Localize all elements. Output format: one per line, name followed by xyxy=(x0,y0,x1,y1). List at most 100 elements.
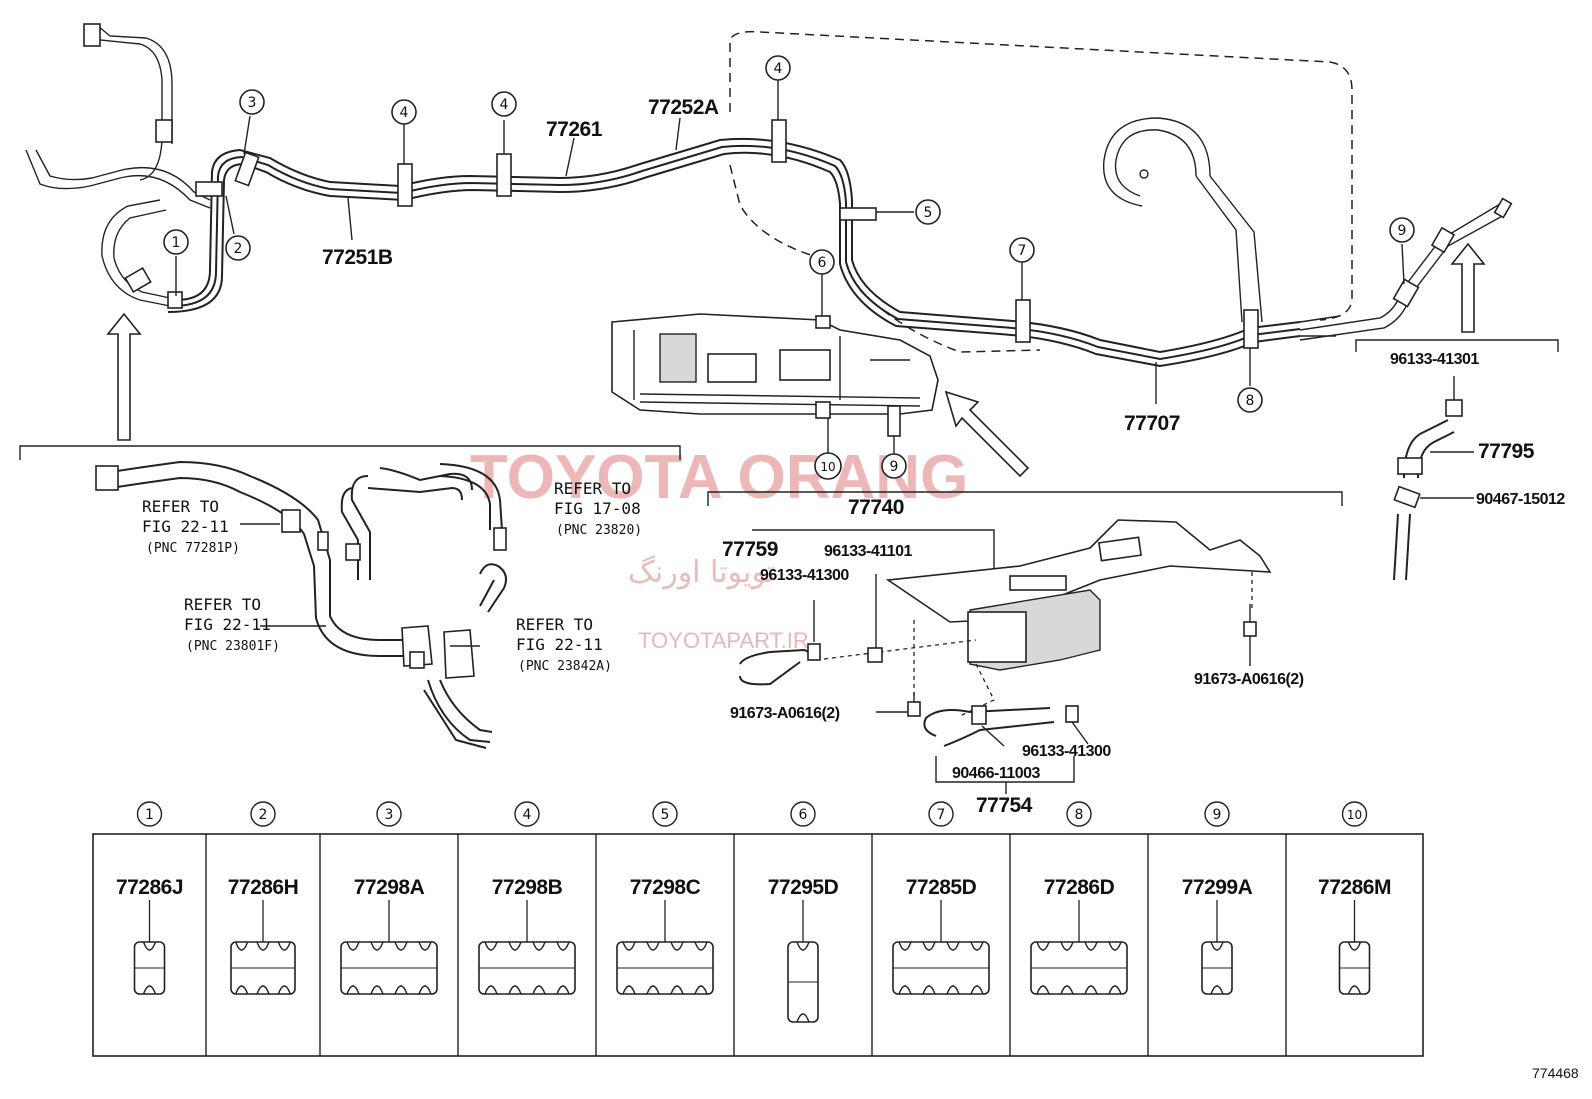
svg-text:5: 5 xyxy=(924,205,933,221)
arrow-up-right xyxy=(1450,242,1486,333)
ref4-line1: REFER TO xyxy=(516,615,593,634)
label-96133-41300-b: 96133-41300 xyxy=(1022,743,1111,760)
label-77252A: 77252A xyxy=(648,96,719,119)
callout-4b: 4 xyxy=(491,91,517,117)
clamp-8 xyxy=(1243,309,1259,349)
svg-text:9: 9 xyxy=(1213,807,1222,823)
svg-text:8: 8 xyxy=(1075,807,1084,823)
tube-bundle xyxy=(167,137,1341,368)
clamp-part-77285D: 77285D xyxy=(906,876,977,899)
ref2-line1: REFER TO xyxy=(184,595,261,614)
ref2-line3: (PNC 23801F) xyxy=(186,639,280,654)
clamp-index-10: 10 xyxy=(1341,801,1368,827)
label-77707: 77707 xyxy=(1124,412,1180,435)
label-77754: 77754 xyxy=(976,794,1033,817)
svg-text:2: 2 xyxy=(234,241,243,257)
watermark-brand: TOYOTA ORANG xyxy=(470,443,968,512)
clamp-clip-icon xyxy=(1338,941,1371,995)
arrow-diag xyxy=(944,390,1030,478)
label-77795: 77795 xyxy=(1478,440,1535,463)
clamp-block-b-icon xyxy=(478,941,576,995)
label-90466-11003: 90466-11003 xyxy=(952,765,1041,782)
svg-text:6: 6 xyxy=(799,807,808,823)
svg-text:4: 4 xyxy=(523,807,532,823)
callouts: 1 2 3 4 4 4 5 6 7 8 9 9 10 xyxy=(163,55,1415,480)
label-96133-41301: 96133-41301 xyxy=(1390,351,1479,368)
watermark-persian: تویوتا اورنگ xyxy=(628,555,775,590)
ref1-line1: REFER TO xyxy=(142,497,219,516)
clamp-index-7: 7 xyxy=(928,801,954,827)
clamp-stack-icon xyxy=(1030,941,1128,995)
ref4-line2: FIG 22-11 xyxy=(516,635,603,654)
clamp-part-77286D: 77286D xyxy=(1044,876,1115,899)
label-77759: 77759 xyxy=(722,538,778,561)
svg-text:3: 3 xyxy=(248,95,257,111)
svg-text:9: 9 xyxy=(1398,223,1407,239)
clamp-index-6: 6 xyxy=(790,801,816,827)
clamp-index-9: 9 xyxy=(1204,801,1230,827)
ref3-line1: REFER TO xyxy=(554,479,631,498)
clamp-3 xyxy=(234,151,260,187)
clamp-block-c-icon xyxy=(616,941,714,995)
clamp-index-3: 3 xyxy=(376,801,402,827)
ref4-line3: (PNC 23842A) xyxy=(518,659,612,674)
svg-text:3: 3 xyxy=(385,807,394,823)
ref3-line2: FIG 17-08 xyxy=(554,499,641,518)
svg-text:4: 4 xyxy=(774,61,783,77)
clamp-index-4: 4 xyxy=(514,801,540,827)
svg-text:1: 1 xyxy=(145,807,154,823)
reference-notes: REFER TO FIG 22-11 (PNC 77281P) REFER TO… xyxy=(142,479,642,674)
clamp-part-77286J: 77286J xyxy=(116,876,183,899)
label-96133-41101: 96133-41101 xyxy=(824,543,913,560)
callout-7: 7 xyxy=(1009,237,1035,263)
clamp-multi-d-icon xyxy=(892,941,990,995)
callout-6: 6 xyxy=(809,249,835,275)
callout-1: 1 xyxy=(163,229,189,255)
figure-number: 774468 xyxy=(1532,1065,1579,1081)
ref1-line2: FIG 22-11 xyxy=(142,517,229,536)
clamp-small-icon xyxy=(1201,941,1233,995)
ref3-line3: (PNC 23820) xyxy=(556,523,642,538)
clamp-index-5: 5 xyxy=(652,801,678,827)
clamp-single-icon xyxy=(133,941,166,995)
ref1-line3: (PNC 77281P) xyxy=(146,541,240,556)
clamp-part-77298A: 77298A xyxy=(354,876,425,899)
label-96133-41300-a: 96133-41300 xyxy=(760,567,849,584)
clamp-1b xyxy=(167,291,183,309)
svg-text:4: 4 xyxy=(400,105,409,121)
clamp-index-1: 1 xyxy=(136,801,163,827)
svg-text:10: 10 xyxy=(820,460,835,474)
clamp-part-77286H: 77286H xyxy=(228,876,299,899)
cross-member xyxy=(611,313,939,437)
arrow-up-left xyxy=(106,312,142,441)
clamp-5 xyxy=(839,207,877,221)
svg-text:2: 2 xyxy=(259,807,268,823)
callout-2: 2 xyxy=(225,235,251,261)
label-77740: 77740 xyxy=(848,496,904,519)
svg-text:4: 4 xyxy=(500,97,509,113)
clamp-2 xyxy=(195,181,223,197)
svg-text:7: 7 xyxy=(1018,243,1027,259)
clamp-index-2: 2 xyxy=(250,801,276,827)
clamp-4a xyxy=(397,163,413,207)
callout-10: 10 xyxy=(814,452,842,480)
callout-9b: 9 xyxy=(881,453,907,479)
svg-text:8: 8 xyxy=(1246,393,1255,409)
callout-4a: 4 xyxy=(391,99,417,125)
clamp-4b xyxy=(496,153,512,197)
clamp-4c xyxy=(771,119,787,163)
svg-text:7: 7 xyxy=(937,807,946,823)
svg-text:10: 10 xyxy=(1347,808,1362,822)
callout-5: 5 xyxy=(915,199,941,225)
callout-9a: 9 xyxy=(1389,217,1415,243)
clamp-triple-icon xyxy=(230,941,296,995)
label-77261: 77261 xyxy=(546,118,603,141)
clamp-part-77298B: 77298B xyxy=(492,876,563,899)
label-91673-A0616-left: 91673-A0616(2) xyxy=(730,705,840,722)
svg-text:1: 1 xyxy=(172,235,181,251)
svg-text:6: 6 xyxy=(818,255,827,271)
clamp-1a xyxy=(124,266,152,294)
clamp-vertical-icon xyxy=(787,941,819,1023)
canister-assembly xyxy=(707,491,1343,794)
